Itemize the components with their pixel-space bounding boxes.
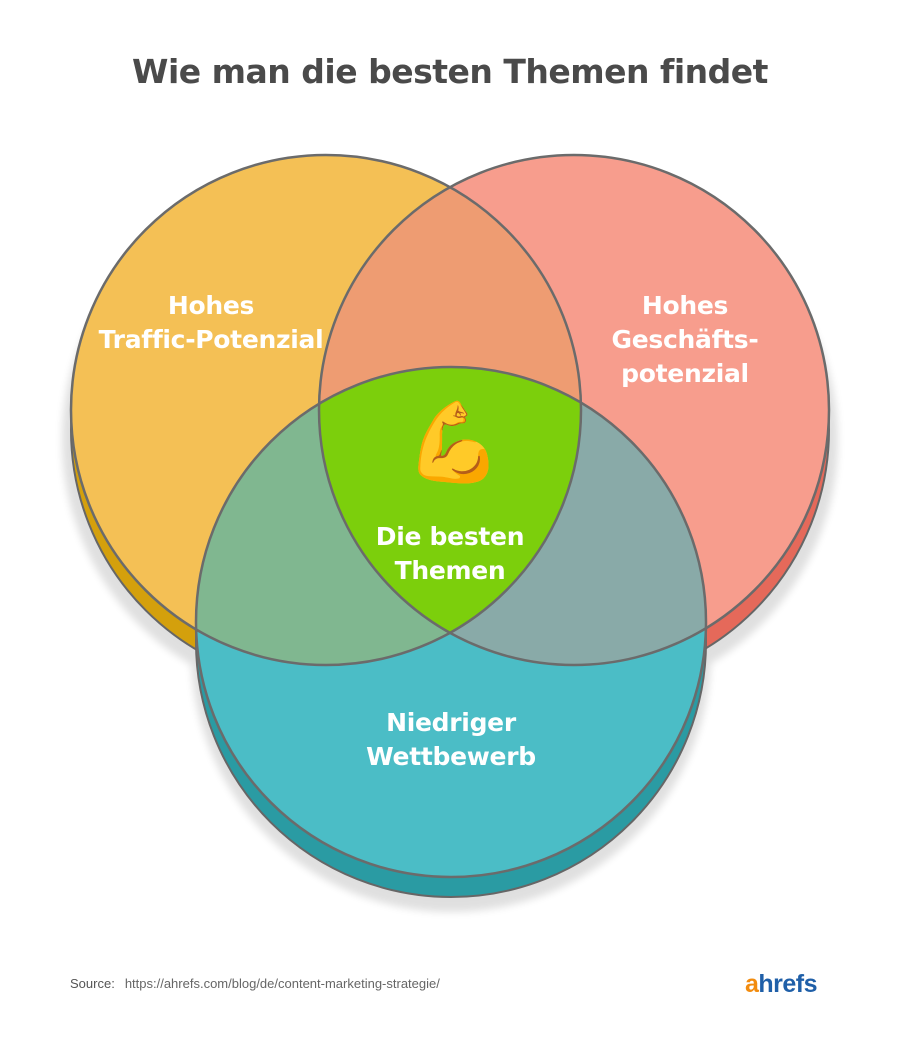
source-url[interactable]: https://ahrefs.com/blog/de/content-marke… xyxy=(124,976,440,991)
page-title: Wie man die besten Themen findet xyxy=(132,52,768,91)
ahrefs-logo: ahrefs xyxy=(745,970,818,998)
traffic-label: Hohes Traffic-Potenzial xyxy=(98,291,324,354)
competition-label: Niedriger Wettbewerb xyxy=(366,708,536,771)
business-label: Hohes Geschäfts- potenzial xyxy=(611,291,759,388)
overlap-center xyxy=(319,367,581,665)
circle-outlines xyxy=(69,153,831,879)
flexed-biceps-icon: 💪 xyxy=(405,398,503,488)
center-label: Die besten Themen xyxy=(375,522,525,585)
source-label: Source: xyxy=(70,976,115,991)
source-line: Source: https://ahrefs.com/blog/de/conten… xyxy=(70,976,440,991)
